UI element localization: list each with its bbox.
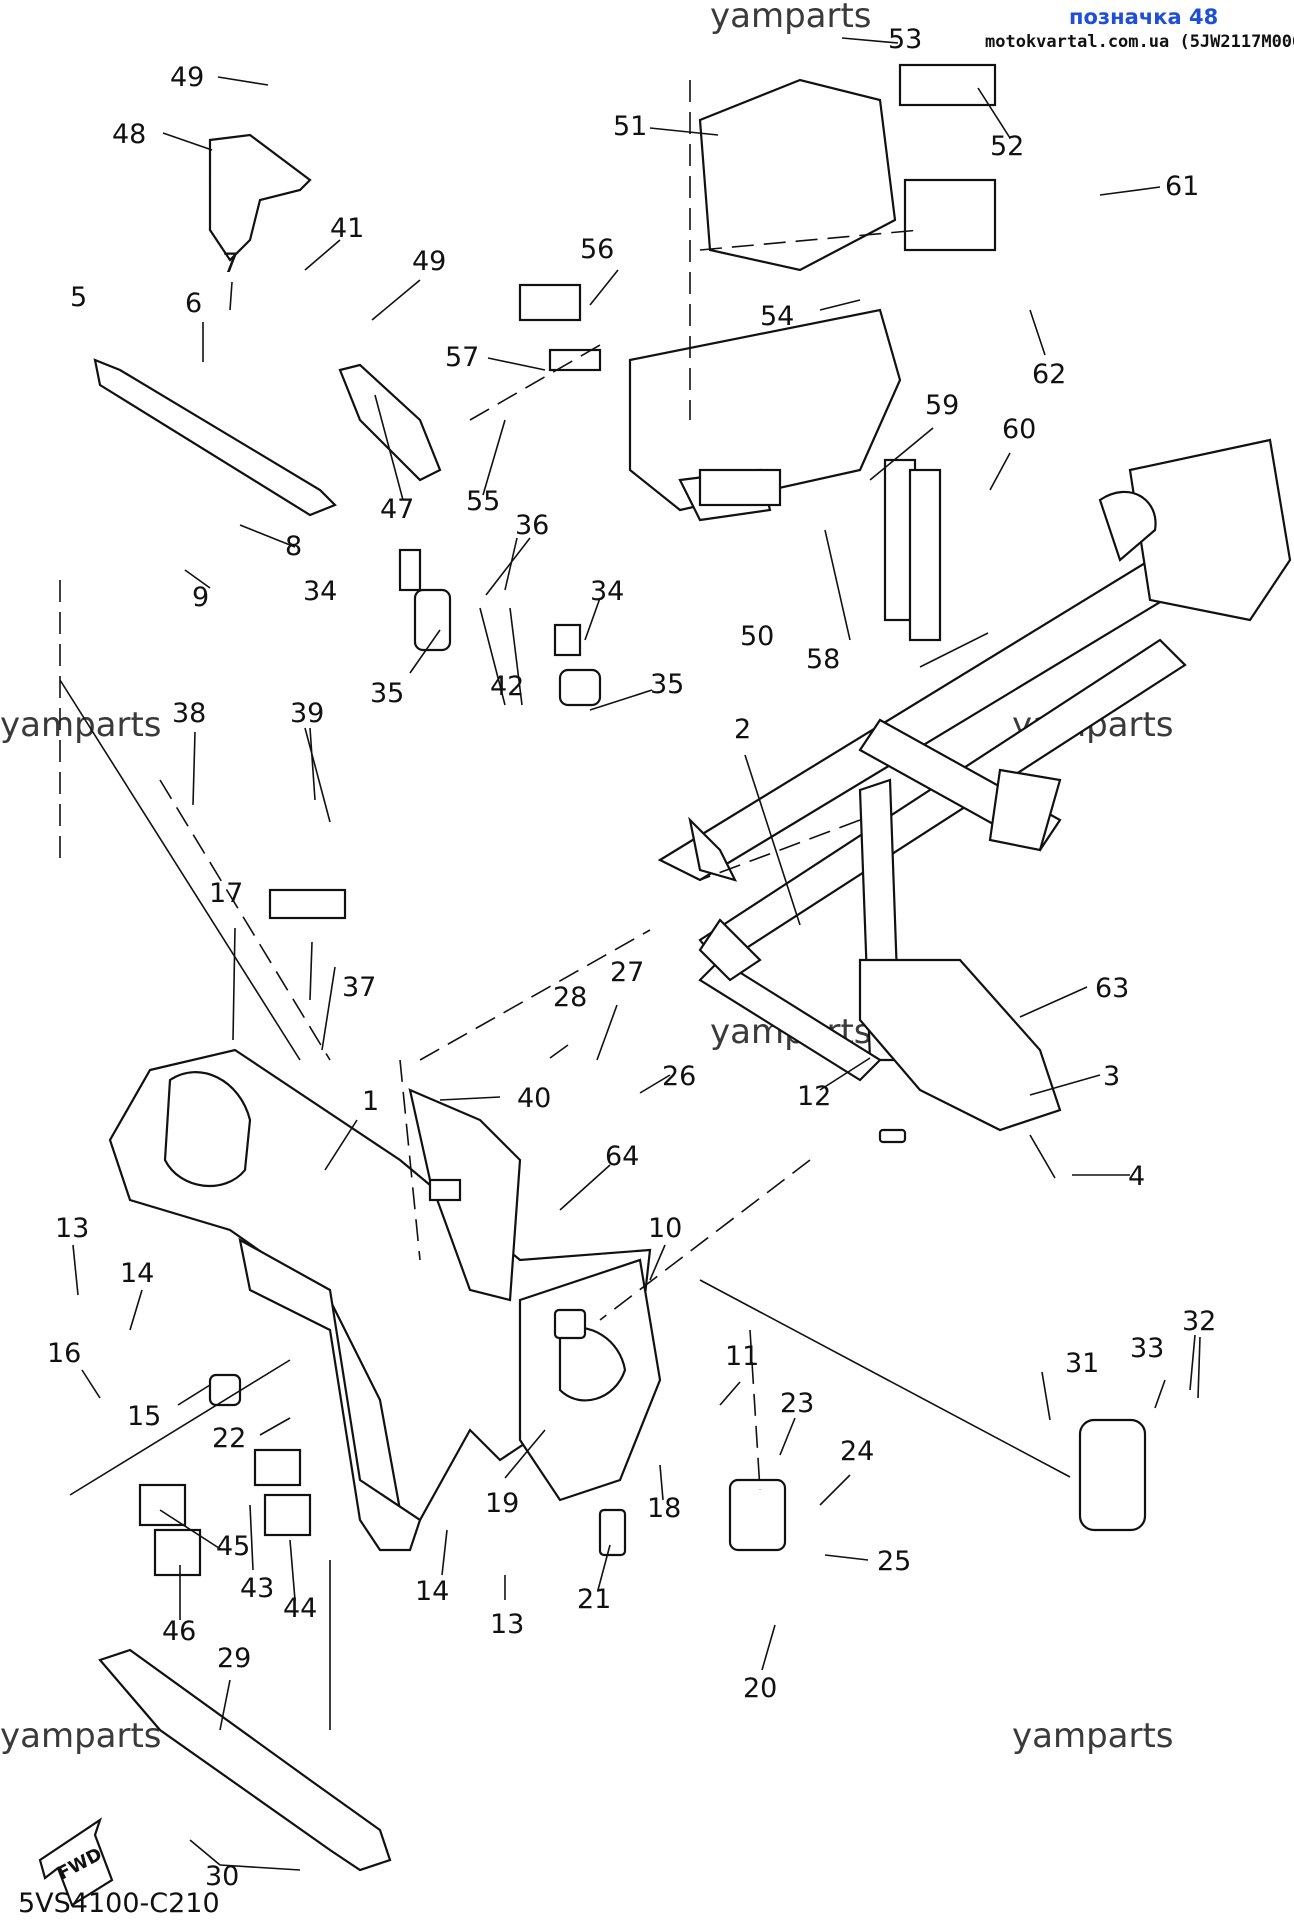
lower-bracket-29 [98, 1648, 392, 1872]
callout-9[interactable]: 9 [192, 582, 209, 613]
callout-10[interactable]: 10 [648, 1213, 682, 1244]
callout-54[interactable]: 54 [760, 301, 794, 332]
callout-20[interactable]: 20 [743, 1673, 777, 1704]
callout-51[interactable]: 51 [613, 111, 647, 142]
watermark: yamparts [710, 0, 872, 36]
callout-38[interactable]: 38 [172, 698, 206, 729]
callout-16[interactable]: 16 [47, 1338, 81, 1369]
callout-22[interactable]: 22 [212, 1423, 246, 1454]
dashed-lines [59, 80, 921, 1491]
callout-56[interactable]: 56 [580, 234, 614, 265]
top-bracket-5 [93, 133, 442, 517]
header-link[interactable]: позначка 48 [1069, 5, 1218, 29]
callout-26[interactable]: 26 [662, 1061, 696, 1092]
callout-43[interactable]: 43 [240, 1573, 274, 1604]
callout-41[interactable]: 41 [330, 213, 364, 244]
callout-37[interactable]: 37 [342, 972, 376, 1003]
rear-bracket-3 [858, 958, 1062, 1132]
callout-57[interactable]: 57 [445, 342, 479, 373]
callout-34[interactable]: 34 [590, 576, 624, 607]
callout-14[interactable]: 14 [415, 1576, 449, 1607]
callout-44[interactable]: 44 [283, 1593, 317, 1624]
watermark: yamparts [0, 1716, 162, 1756]
callout-6[interactable]: 6 [185, 288, 202, 319]
callout-59[interactable]: 59 [925, 390, 959, 421]
callout-21[interactable]: 21 [577, 1584, 611, 1615]
callout-47[interactable]: 47 [380, 494, 414, 525]
callout-46[interactable]: 46 [162, 1616, 196, 1647]
callout-12[interactable]: 12 [797, 1081, 831, 1112]
callout-25[interactable]: 25 [877, 1546, 911, 1577]
callout-11[interactable]: 11 [725, 1341, 759, 1372]
main-frame-front [108, 1048, 662, 1552]
diagram-code: 5VS4100-C210 [18, 1888, 220, 1919]
leader-lines [59, 37, 1201, 1871]
callout-36[interactable]: 36 [515, 510, 549, 541]
callout-1[interactable]: 1 [362, 1086, 379, 1117]
callout-17[interactable]: 17 [209, 878, 243, 909]
callout-33[interactable]: 33 [1130, 1333, 1164, 1364]
callout-49[interactable]: 49 [412, 246, 446, 277]
small-parts [138, 63, 1147, 1577]
watermark: yamparts [1012, 1716, 1174, 1756]
callout-8[interactable]: 8 [285, 531, 302, 562]
callout-49[interactable]: 49 [170, 62, 204, 93]
callout-42[interactable]: 42 [490, 671, 524, 702]
header-source: motokvartal.com.ua (5JW2117M0000) [985, 32, 1294, 52]
callout-50[interactable]: 50 [740, 621, 774, 652]
callout-48[interactable]: 48 [112, 119, 146, 150]
callout-18[interactable]: 18 [647, 1493, 681, 1524]
callout-14[interactable]: 14 [120, 1258, 154, 1289]
callout-13[interactable]: 13 [490, 1609, 524, 1640]
callout-2[interactable]: 2 [734, 714, 751, 745]
callout-29[interactable]: 29 [217, 1643, 251, 1674]
callout-7[interactable]: 7 [222, 248, 239, 279]
callout-35[interactable]: 35 [650, 669, 684, 700]
callout-62[interactable]: 62 [1032, 359, 1066, 390]
fwd-arrow-icon: FWD [38, 1817, 114, 1907]
callout-3[interactable]: 3 [1103, 1061, 1120, 1092]
callout-13[interactable]: 13 [55, 1213, 89, 1244]
callout-labels: 53 52 51 61 49 48 41 7 6 5 49 56 57 54 6… [47, 24, 1216, 1892]
callout-64[interactable]: 64 [605, 1141, 639, 1172]
callout-34[interactable]: 34 [303, 576, 337, 607]
callout-30[interactable]: 30 [205, 1861, 239, 1892]
callout-23[interactable]: 23 [780, 1388, 814, 1419]
callout-4[interactable]: 4 [1128, 1161, 1145, 1192]
callout-40[interactable]: 40 [517, 1083, 551, 1114]
battery-box [628, 78, 902, 522]
callout-55[interactable]: 55 [466, 486, 500, 517]
callout-27[interactable]: 27 [610, 957, 644, 988]
callout-28[interactable]: 28 [553, 982, 587, 1013]
callout-52[interactable]: 52 [990, 131, 1024, 162]
callout-60[interactable]: 60 [1002, 414, 1036, 445]
callout-53[interactable]: 53 [888, 24, 922, 55]
callout-31[interactable]: 31 [1065, 1348, 1099, 1379]
callout-5[interactable]: 5 [70, 282, 87, 313]
callout-19[interactable]: 19 [485, 1488, 519, 1519]
callout-39[interactable]: 39 [290, 698, 324, 729]
callout-35[interactable]: 35 [370, 678, 404, 709]
callout-45[interactable]: 45 [216, 1531, 250, 1562]
callout-61[interactable]: 61 [1165, 171, 1199, 202]
callout-58[interactable]: 58 [806, 644, 840, 675]
watermark: yamparts [0, 705, 162, 745]
callout-32[interactable]: 32 [1182, 1306, 1216, 1337]
callout-15[interactable]: 15 [127, 1401, 161, 1432]
callout-24[interactable]: 24 [840, 1436, 874, 1467]
callout-63[interactable]: 63 [1095, 973, 1129, 1004]
